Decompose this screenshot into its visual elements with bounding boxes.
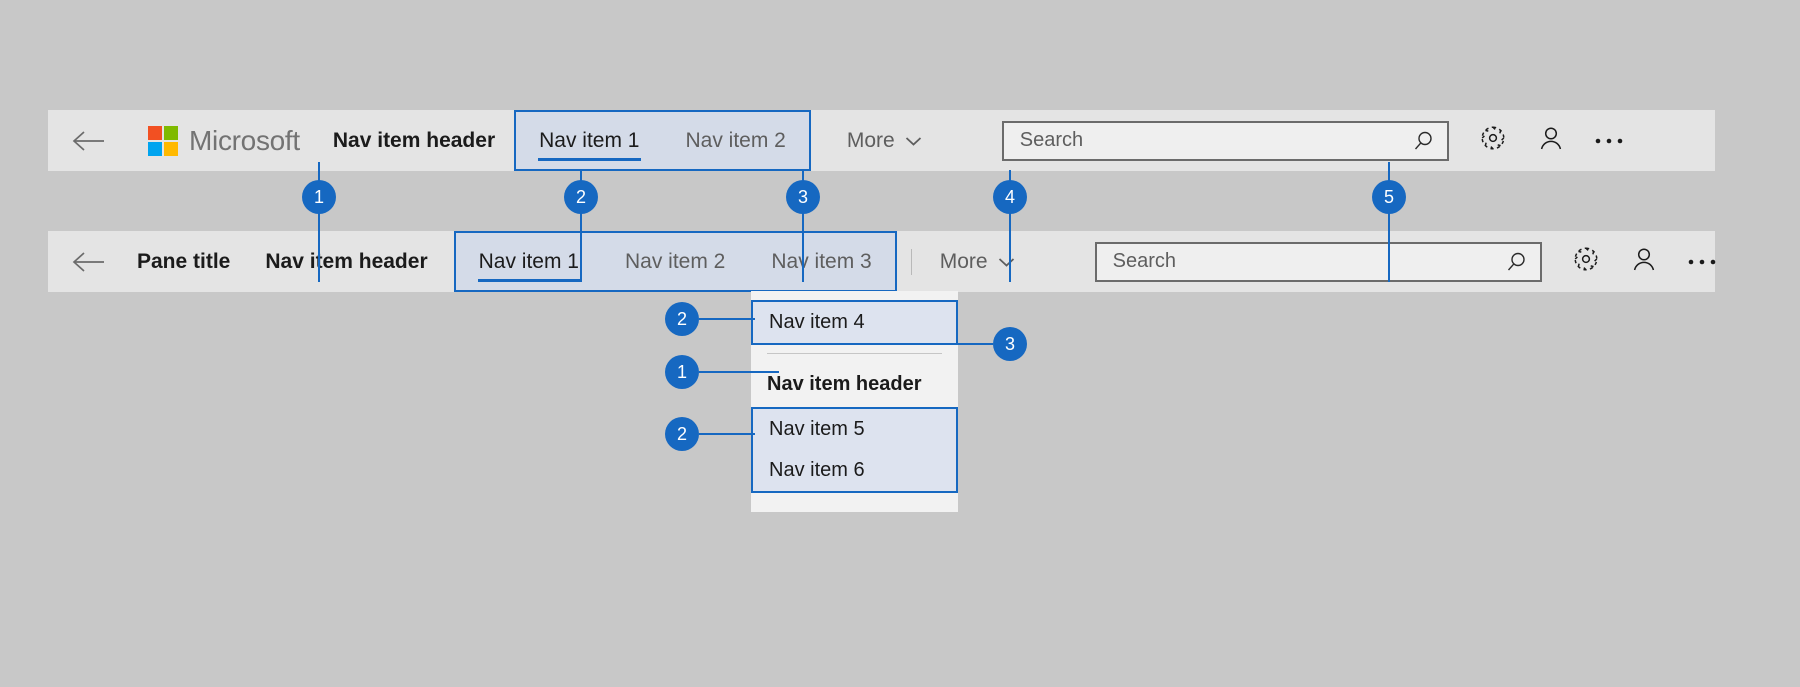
callout-flyout-2a-leader-line [699, 318, 755, 320]
callout-3-leader-line [802, 170, 804, 282]
chevron-down-icon [905, 129, 922, 153]
callout-flyout-2b-leader-line [699, 433, 755, 435]
top-nav-item-2[interactable]: Nav item 2 [663, 112, 809, 169]
more-flyout-menu: Nav item 4 Nav item header Nav item 5 Na… [751, 291, 958, 512]
top-nav-item-group: Nav item 1 Nav item 2 [514, 110, 811, 171]
callout-badge-flyout-1[interactable]: 1 [665, 355, 699, 389]
ellipsis-icon [1687, 253, 1717, 271]
flyout-nav-item-6[interactable]: Nav item 6 [753, 450, 956, 491]
callout-flyout-3-leader-line [905, 343, 993, 345]
callout-1-leader-line [318, 162, 320, 282]
search-icon[interactable] [1413, 130, 1435, 152]
top-nav-item-1[interactable]: Nav item 1 [516, 112, 662, 169]
flyout-nav-item-header: Nav item header [767, 373, 922, 395]
callout-badge-5[interactable]: 5 [1372, 180, 1406, 214]
bottom-nav-item-2[interactable]: Nav item 2 [602, 233, 748, 290]
bottom-nav-item-1-label: Nav item 1 [478, 249, 579, 273]
top-settings-button[interactable] [1466, 110, 1520, 171]
bottom-nav-item-header: Nav item header [265, 249, 428, 273]
logo-square-blue [148, 141, 162, 156]
top-nav-item-1-label: Nav item 1 [539, 128, 640, 152]
callout-4-leader-line [1009, 170, 1011, 282]
microsoft-logo[interactable]: Microsoft [148, 125, 300, 157]
flyout-group-bottom: Nav item 5 Nav item 6 [751, 407, 958, 493]
callout-2-leader-line [580, 170, 582, 282]
bottom-account-button[interactable] [1617, 231, 1671, 292]
chevron-down-icon [998, 250, 1015, 274]
flyout-nav-item-4[interactable]: Nav item 4 [753, 302, 956, 343]
search-icon[interactable] [1506, 251, 1528, 273]
callout-badge-flyout-2a[interactable]: 2 [665, 302, 699, 336]
top-more-button[interactable]: More [847, 129, 922, 153]
top-search-placeholder: Search [1019, 129, 1084, 151]
bottom-overflow-button[interactable] [1675, 231, 1729, 292]
flyout-divider [767, 353, 942, 354]
top-nav-item-header: Nav item header [332, 128, 496, 152]
flyout-group-top: Nav item 4 [751, 300, 958, 345]
person-icon [1630, 245, 1658, 278]
microsoft-wordmark: Microsoft [189, 124, 300, 156]
logo-square-green [164, 125, 178, 140]
flyout-nav-item-5[interactable]: Nav item 5 [753, 409, 956, 450]
microsoft-logo-squares-icon [148, 125, 178, 156]
flyout-nav-item-4-label: Nav item 4 [769, 311, 865, 333]
bottom-nav-item-3[interactable]: Nav item 3 [748, 233, 894, 290]
callout-badge-1[interactable]: 1 [302, 180, 336, 214]
gear-icon [1572, 245, 1600, 278]
back-arrow-icon[interactable] [60, 231, 116, 292]
bottom-nav-item-1[interactable]: Nav item 1 [456, 233, 602, 290]
bottom-settings-button[interactable] [1559, 231, 1613, 292]
bottom-nav-item-3-label: Nav item 3 [771, 249, 872, 273]
nav-divider [910, 248, 912, 275]
flyout-nav-item-5-label: Nav item 5 [769, 418, 865, 440]
callout-badge-2[interactable]: 2 [564, 180, 598, 214]
pane-title: Pane title [137, 249, 231, 273]
callout-badge-3[interactable]: 3 [786, 180, 820, 214]
logo-square-yellow [164, 141, 178, 156]
bottom-navbar: Pane title Nav item header Nav item 1 Na… [48, 231, 1715, 292]
bottom-nav-item-group: Nav item 1 Nav item 2 Nav item 3 [453, 231, 897, 292]
callout-flyout-1-leader-line [699, 371, 779, 373]
flyout-bottom-padding [751, 493, 958, 503]
ellipsis-icon [1594, 132, 1624, 150]
bottom-nav-item-2-label: Nav item 2 [625, 249, 726, 273]
bottom-more-button[interactable]: More [940, 250, 1015, 274]
top-overflow-button[interactable] [1582, 110, 1636, 171]
bottom-more-label: More [939, 249, 988, 273]
top-nav-item-2-label: Nav item 2 [685, 128, 786, 152]
flyout-nav-item-6-label: Nav item 6 [769, 459, 865, 481]
bottom-search-box[interactable]: Search [1094, 241, 1542, 282]
bottom-search-placeholder: Search [1112, 250, 1176, 272]
top-more-label: More [846, 128, 895, 152]
logo-square-red [148, 125, 162, 140]
callout-badge-flyout-2b[interactable]: 2 [665, 417, 699, 451]
back-arrow-icon[interactable] [60, 110, 116, 171]
callout-5-leader-line [1388, 162, 1390, 282]
top-navbar: Microsoft Nav item header Nav item 1 Nav… [48, 110, 1715, 171]
top-search-box[interactable]: Search [1001, 120, 1449, 161]
callout-badge-flyout-3[interactable]: 3 [993, 327, 1027, 361]
gear-icon [1479, 124, 1507, 157]
top-account-button[interactable] [1524, 110, 1578, 171]
person-icon [1537, 124, 1565, 157]
callout-badge-4[interactable]: 4 [993, 180, 1027, 214]
